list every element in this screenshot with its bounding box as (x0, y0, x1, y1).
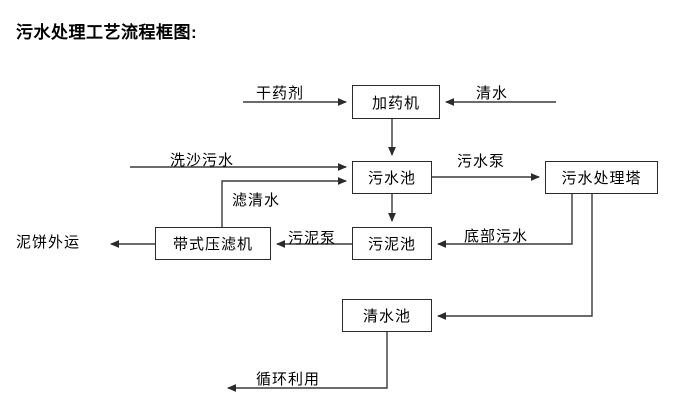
edge-label-sewage-pump: 污水泵 (457, 153, 506, 170)
node-clean-water-pool[interactable]: 清水池 (342, 299, 432, 332)
edge-label-bottom-sewage: 底部污水 (464, 228, 529, 245)
edge-label-wash-sand-sewage: 洗沙污水 (170, 152, 235, 169)
node-sludge-pool[interactable]: 污泥池 (352, 227, 432, 260)
node-label: 污泥池 (367, 236, 416, 253)
node-dosing-machine[interactable]: 加药机 (352, 85, 440, 119)
edge-label-sludge-pump: 污泥泵 (288, 230, 337, 247)
edge-label-dry-agent: 干药剂 (256, 85, 305, 102)
edge-label-clear-water: 清水 (476, 85, 509, 102)
edge-label-filtrate: 滤清水 (232, 192, 281, 209)
node-label: 清水池 (362, 308, 411, 325)
wire-clean-to-recycle (227, 332, 388, 392)
node-sewage-pool[interactable]: 污水池 (352, 161, 432, 194)
node-label: 污水池 (367, 170, 416, 187)
node-label: 带式压滤机 (172, 236, 253, 253)
wire-tower-to-sludge (437, 194, 573, 248)
node-label: 污水处理塔 (561, 170, 642, 187)
page-title: 污水处理工艺流程框图: (16, 23, 198, 42)
edge-label-recycle-use: 循环利用 (256, 371, 321, 388)
node-label: 加药机 (371, 94, 420, 112)
wire-tower-to-clean (437, 194, 593, 320)
wire-filter-to-sewage (221, 177, 347, 227)
node-belt-filter-press[interactable]: 带式压滤机 (155, 227, 271, 260)
terminal-label-mud-cake-transport: 泥饼外运 (16, 234, 81, 251)
node-treatment-tower[interactable]: 污水处理塔 (545, 161, 658, 194)
